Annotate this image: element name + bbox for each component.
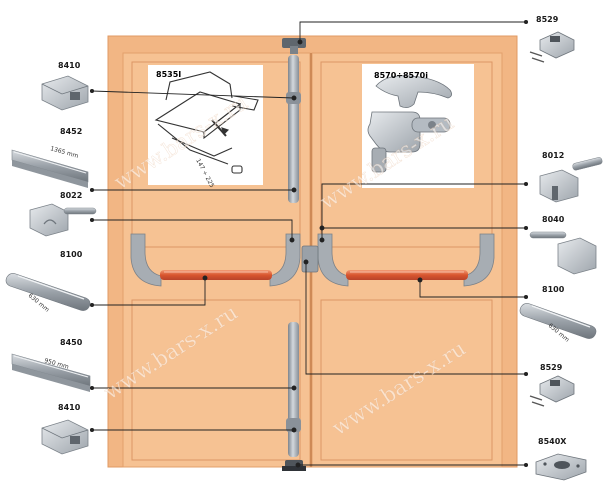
floor-strike-icon xyxy=(529,31,575,63)
part-r5: 8529 xyxy=(529,363,575,407)
part-l1: 8410 xyxy=(41,61,89,111)
left-panic-bar xyxy=(130,233,301,287)
part-l2: 8452 1365 mm xyxy=(11,127,89,188)
part-l3-code: 8022 xyxy=(60,191,82,200)
top-strike-bolt xyxy=(290,46,298,54)
floor-strike-icon-2 xyxy=(529,375,575,407)
left-panel-lower xyxy=(131,299,301,461)
leader-r4 xyxy=(419,280,526,298)
left-panel-upper xyxy=(131,61,301,248)
part-r1: 8529 xyxy=(529,15,575,63)
part-l4-code: 8100 xyxy=(60,250,83,259)
part-r3: 8040 xyxy=(529,215,597,275)
profile-rail-icon xyxy=(11,149,89,188)
frame-mechanism-drawing xyxy=(154,71,259,174)
right-panel-lower xyxy=(320,299,493,461)
inset-8570: 8570÷8570i xyxy=(362,64,474,188)
inset-8535i-label: 8535I xyxy=(156,70,181,79)
part-l5: 8450 950 mm xyxy=(11,338,91,392)
leader-lines xyxy=(89,19,529,468)
inset-8535i-box xyxy=(148,65,263,185)
part-r2: 8012 xyxy=(539,151,603,203)
bottom-bolt-icon xyxy=(529,231,597,275)
rod-guide-icon xyxy=(29,203,97,237)
right-panic-bar xyxy=(301,233,495,287)
lower-rod-guide xyxy=(286,418,301,432)
part-l3: 8022 xyxy=(29,191,97,237)
top-bolt-icon xyxy=(539,157,603,203)
leader-l3b xyxy=(92,219,293,240)
bolt-keeper-icon-2 xyxy=(41,419,89,455)
right-panel-upper xyxy=(320,61,493,248)
part-r6-code: 8540X xyxy=(538,437,567,446)
part-l2-length: 1365 mm xyxy=(49,145,79,160)
leader-l1 xyxy=(91,90,295,99)
leader-r1 xyxy=(299,21,526,42)
part-r4-code: 8100 xyxy=(542,285,565,294)
inset-8570-label: 8570÷8570i xyxy=(374,71,428,80)
part-r3-code: 8040 xyxy=(542,215,565,224)
part-l2-code: 8452 xyxy=(60,127,82,136)
part-r6: 8540X xyxy=(535,437,587,481)
lever-handle-drawing xyxy=(367,75,452,173)
bottom-floor-plate xyxy=(282,466,306,471)
part-l6-code: 8410 xyxy=(58,403,81,412)
round-rod-icon xyxy=(5,273,91,311)
part-l5-code: 8450 xyxy=(60,338,83,347)
inset-8535i: 8535I 147 ÷ 225 xyxy=(148,65,263,189)
upper-rod xyxy=(288,55,299,203)
part-r4: 8100 630 mm xyxy=(519,285,597,344)
part-l4: 8100 630 mm xyxy=(5,250,91,314)
central-lock-case xyxy=(301,245,319,273)
leader-r5 xyxy=(305,262,526,375)
round-rod-icon-2 xyxy=(519,303,597,339)
part-r5-code: 8529 xyxy=(540,363,563,372)
part-l1-code: 8410 xyxy=(58,61,81,70)
part-r2-code: 8012 xyxy=(542,151,564,160)
part-l6: 8410 xyxy=(41,403,89,455)
bolt-keeper-icon xyxy=(41,75,89,111)
profile-rail-icon-2 xyxy=(11,353,91,392)
floor-socket-icon xyxy=(535,453,587,481)
leader-r2 xyxy=(321,183,526,240)
part-r1-code: 8529 xyxy=(536,15,559,24)
leader-l4 xyxy=(92,278,206,306)
